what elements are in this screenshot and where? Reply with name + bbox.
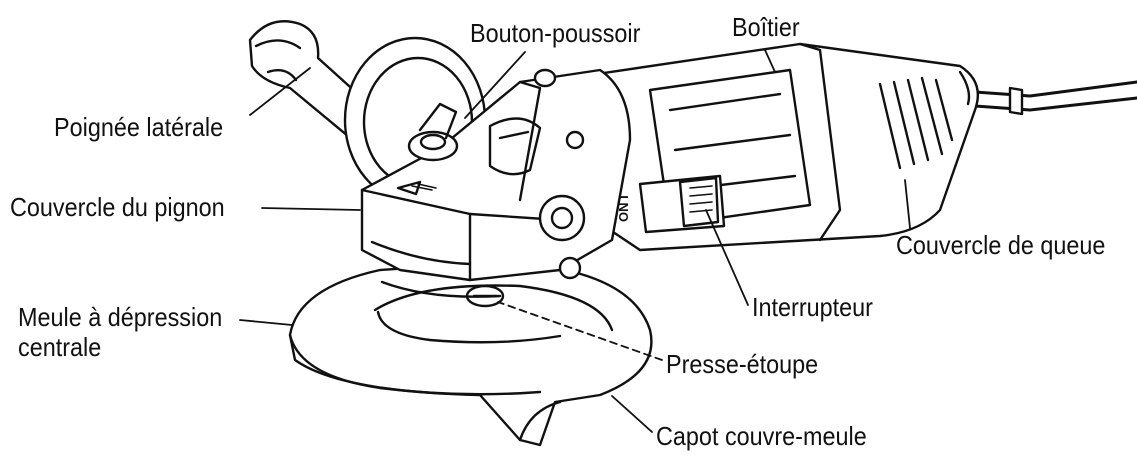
motor-housing bbox=[568, 42, 980, 252]
label-couvercle-pignon: Couvercle du pignon bbox=[10, 192, 225, 222]
label-interrupteur: Interrupteur bbox=[752, 292, 873, 322]
label-bouton-poussoir: Bouton-poussoir bbox=[470, 18, 641, 48]
wheel-guard bbox=[288, 260, 653, 447]
leader-lines bbox=[239, 49, 911, 433]
handle-bosses bbox=[533, 68, 586, 280]
label-capot-couvre-meule: Capot couvre-meule bbox=[656, 421, 867, 451]
label-meule-depression-centrale: Meule à dépression centrale bbox=[18, 302, 222, 362]
label-couvercle-queue: Couvercle de queue bbox=[896, 230, 1106, 260]
label-meule-line2: centrale bbox=[18, 332, 102, 362]
label-meule-line1: Meule à dépression bbox=[18, 302, 223, 332]
label-presse-etoupe: Presse-étoupe bbox=[666, 349, 819, 379]
power-cord bbox=[973, 80, 1137, 116]
push-button bbox=[407, 102, 459, 162]
label-boitier: Boîtier bbox=[732, 12, 800, 42]
label-poignee-laterale: Poignée latérale bbox=[54, 112, 224, 142]
